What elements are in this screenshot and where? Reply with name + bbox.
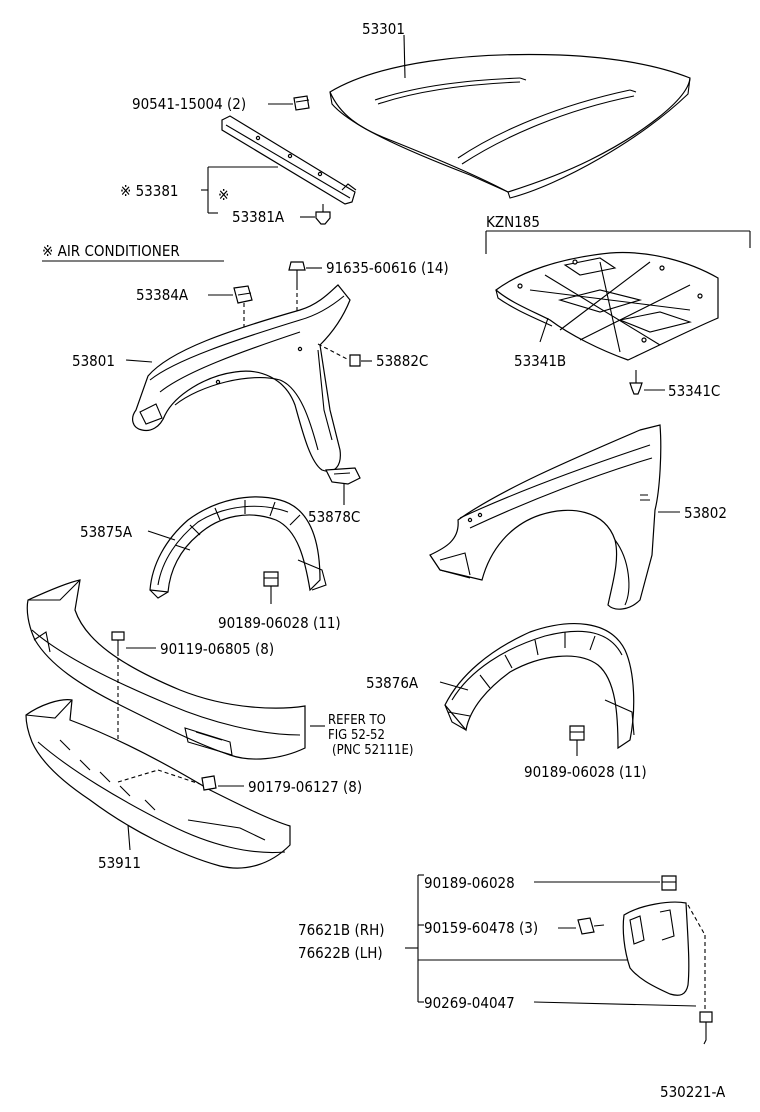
bracket-53878C-label: 53878C bbox=[308, 508, 360, 526]
mudflap-76621B-76622B[interactable]: 76621B (RH) 76622B (LH) bbox=[298, 901, 706, 1010]
flap-screw-label: 90159-60478 (3) bbox=[424, 919, 538, 937]
seal-mark: ※ bbox=[218, 186, 229, 204]
refer-line-3: (PNC 52111E) bbox=[332, 743, 413, 758]
fender-53802-label: 53802 bbox=[684, 504, 727, 522]
bracket-53384A[interactable]: 53384A bbox=[136, 285, 253, 335]
flap-rivet-90269-04047[interactable]: 90269-04047 bbox=[424, 994, 713, 1045]
seal-label: ※ 53381 bbox=[120, 182, 179, 200]
front-fender-53802[interactable]: 53802 bbox=[429, 424, 727, 610]
hood-53301[interactable]: 53301 bbox=[329, 20, 691, 199]
bumper-cover[interactable]: REFER TO FIG 52-52 (PNC 52111E) bbox=[26, 579, 413, 760]
bumper-53911-label: 53911 bbox=[98, 854, 141, 872]
clip-53341C-label: 53341C bbox=[668, 382, 720, 400]
clip-90189-06028-b[interactable]: 90189-06028 (11) bbox=[524, 725, 647, 781]
liner-53875A-label: 53875A bbox=[80, 523, 133, 541]
hood-label: 53301 bbox=[362, 20, 405, 38]
refer-line-1: REFER TO bbox=[328, 713, 386, 728]
hood-cushion-90541[interactable]: 90541-15004 (2) bbox=[132, 95, 310, 113]
flap-screw-90159-60478[interactable]: 90159-60478 (3) bbox=[424, 917, 605, 937]
flap-rh-label: 76621B (RH) bbox=[298, 921, 385, 939]
variant-label: KZN185 bbox=[486, 213, 540, 231]
hood-cushion-label: 90541-15004 (2) bbox=[132, 95, 246, 113]
refer-line-2: FIG 52-52 bbox=[328, 728, 385, 743]
fender-liner-53875A[interactable]: 53875A bbox=[80, 496, 327, 599]
mudflap-group bbox=[405, 874, 628, 1003]
fender-liner-53876A[interactable]: 53876A bbox=[366, 623, 635, 750]
clip-90189-a-label: 90189-06028 (11) bbox=[218, 614, 341, 632]
liner-53876A-label: 53876A bbox=[366, 674, 419, 692]
kzn185-group: KZN185 bbox=[485, 213, 751, 254]
clip-53882C-label: 53882C bbox=[376, 352, 428, 370]
clip-53341C[interactable]: 53341C bbox=[629, 370, 720, 400]
flap-clip-90189-06028[interactable]: 90189-06028 bbox=[424, 874, 677, 892]
nut-90179-label: 90179-06127 (8) bbox=[248, 778, 362, 796]
bolt-90119-label: 90119-06805 (8) bbox=[160, 640, 274, 658]
flap-lh-label: 76622B (LH) bbox=[298, 944, 383, 962]
clip-90189-b-label: 90189-06028 (11) bbox=[524, 763, 647, 781]
diagram-id: 530221-A bbox=[660, 1083, 726, 1101]
clip-53882C[interactable]: 53882C bbox=[317, 343, 428, 370]
clip-91635-label: 91635-60616 (14) bbox=[326, 259, 449, 277]
clip-91635-60616[interactable]: 91635-60616 (14) bbox=[288, 259, 449, 330]
nut-90179-06127[interactable]: 90179-06127 (8) bbox=[201, 775, 362, 796]
bracket-53384A-label: 53384A bbox=[136, 286, 189, 304]
seal-clip-label: 53381A bbox=[232, 208, 285, 226]
bumper-53911[interactable]: 53911 bbox=[25, 699, 291, 872]
apron-53801-label: 53801 bbox=[72, 352, 115, 370]
clip-90189-06028-a[interactable]: 90189-06028 (11) bbox=[218, 571, 341, 632]
flap-rivet-label: 90269-04047 bbox=[424, 994, 515, 1012]
seal-clip-53381A[interactable]: 53381A bbox=[232, 204, 331, 226]
flap-clip-label: 90189-06028 bbox=[424, 874, 515, 892]
fender-apron-53801[interactable]: 53801 bbox=[72, 284, 351, 472]
under-shield-53341B[interactable]: 53341B bbox=[495, 251, 719, 370]
air-conditioner-note: ※ AIR CONDITIONER bbox=[42, 242, 180, 260]
hood-seal-53381[interactable]: ※ 53381 ※ bbox=[120, 115, 357, 214]
bracket-53878C[interactable]: 53878C bbox=[308, 467, 361, 526]
under-shield-label: 53341B bbox=[514, 352, 566, 370]
